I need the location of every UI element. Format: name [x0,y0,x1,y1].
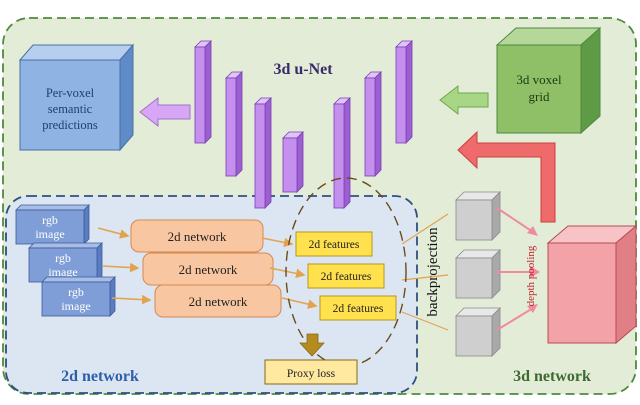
proxy-loss-box [264,359,358,385]
feature-boxes: 2d features 2d features 2d features [295,231,397,321]
network-2d-label: 2d network [189,294,248,309]
network-2d-label: 2d network [168,229,227,244]
unet-bar [395,40,413,144]
unet-bar [254,97,272,209]
unet-bar [282,131,304,193]
depth-to-voxel-arrow [457,130,556,223]
per-voxel-predictions-cube: Per-voxel semantic predictions [18,43,135,152]
2d-network-boxes: 2d network 2d network 2d network [130,219,282,318]
unet-to-predictions-arrow [139,96,191,128]
rgb-label-line2: image [48,265,77,279]
2d-network-region-label: 2d network [61,368,139,385]
feature-label: 2d features [333,303,384,315]
unet-label: 3d u-Net [273,61,333,78]
feature-box: 2d features [307,263,385,289]
rgb-label-line2: image [61,299,90,313]
voxel-to-unet-arrow [439,84,489,116]
feature-box: 2d features [295,231,373,257]
per-voxel-label-1: Per-voxel [46,86,95,100]
gray-cube [455,249,501,299]
network-2d-label: 2d network [179,262,238,277]
feature-label: 2d features [309,239,360,251]
unet-bar [364,71,382,177]
unet-bar [225,71,243,177]
network-2d-box: 2d network [154,284,282,318]
per-voxel-label-3: predictions [42,118,98,132]
proxy-loss-arrow [299,333,325,357]
rgb-label-line2: image [35,227,64,241]
backprojection-label: backprojection [425,227,441,317]
voxel-grid-label-2: grid [529,89,550,104]
unet-bar [194,40,212,144]
pooling-arrows [496,207,540,331]
proxy-loss-label: Proxy loss [287,368,336,380]
rgb-label-line1: rgb [42,213,58,227]
voxel-grid-cube: 3d voxel grid [495,26,602,135]
unet-bar [333,97,351,209]
network-2d-box: 2d network [130,219,264,253]
gray-cube [455,191,501,241]
depth-pooling-label: depth pooling [525,245,537,306]
network-2d-box: 2d network [142,252,274,286]
unet-bars [194,40,413,209]
rgb-label-line1: rgb [68,285,84,299]
3d-network-region-label: 3d network [513,368,591,385]
depth-pooled-cube [546,224,638,345]
flow-arrows [97,213,449,331]
rgb-label-line1: rgb [55,251,71,265]
feature-box: 2d features [319,295,397,321]
gray-cube [455,307,501,357]
backprojected-cubes [455,191,501,357]
voxel-grid-label-1: 3d voxel [516,72,562,87]
features-ellipse [285,177,407,367]
feature-label: 2d features [321,271,372,283]
per-voxel-label-2: semantic [48,102,93,116]
